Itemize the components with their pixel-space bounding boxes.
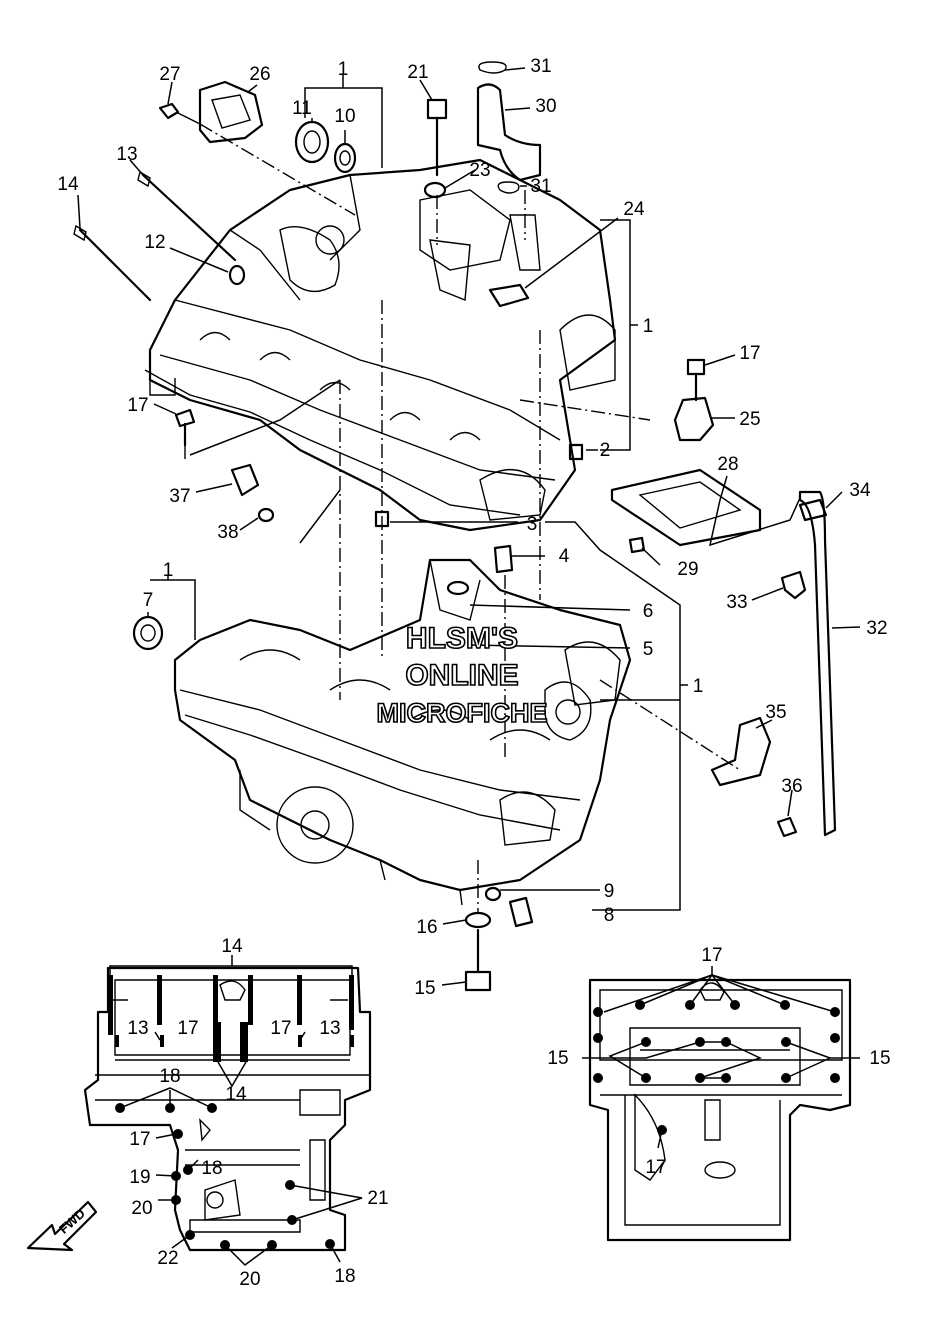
callout-l21: 21 <box>367 1188 388 1209</box>
callout-c31a: 31 <box>530 56 551 77</box>
watermark-line-1: HLSM'S <box>406 622 518 655</box>
callout-l20a: 20 <box>131 1198 152 1219</box>
alignment-lines <box>184 123 741 912</box>
callout-l18b: 18 <box>201 1158 222 1179</box>
watermark-line-3: MICROFICHE <box>377 698 548 728</box>
callout-c25: 25 <box>739 409 760 430</box>
callout-c34: 34 <box>849 480 871 501</box>
callout-c5: 5 <box>643 639 654 660</box>
callout-c1d: 1 <box>693 676 704 697</box>
callout-c17b: 17 <box>127 395 148 416</box>
callout-c33: 33 <box>726 592 747 613</box>
callout-c15: 15 <box>414 978 435 999</box>
fwd-label: FWD <box>56 1206 88 1237</box>
callout-c16: 16 <box>416 917 437 938</box>
leader-lines <box>77 67 861 986</box>
callout-labels: 1111234567891011121314151617172123242526… <box>57 56 890 1290</box>
callout-c23: 23 <box>469 160 490 181</box>
callout-l14a: 14 <box>221 936 243 957</box>
callout-c30: 30 <box>535 96 556 117</box>
callout-c31b: 31 <box>530 176 551 197</box>
callout-c36: 36 <box>781 776 802 797</box>
callout-r15a: 15 <box>547 1048 568 1069</box>
callout-c24: 24 <box>623 199 645 220</box>
callout-c37: 37 <box>169 486 190 507</box>
callout-l22: 22 <box>157 1248 178 1269</box>
callout-c4: 4 <box>559 546 570 567</box>
callout-l18c: 18 <box>334 1266 355 1287</box>
callout-l14b: 14 <box>225 1084 247 1105</box>
callout-l17a: 17 <box>177 1018 198 1039</box>
callout-c1a: 1 <box>338 59 349 80</box>
callout-c7: 7 <box>143 590 154 611</box>
callout-c2: 2 <box>600 440 611 461</box>
callout-l20b: 20 <box>239 1269 260 1290</box>
upper-crankcase <box>144 158 617 532</box>
callout-c17a: 17 <box>739 343 760 364</box>
inset-left-case-view <box>83 955 372 1266</box>
callout-r17b: 17 <box>645 1157 666 1178</box>
callout-c9: 9 <box>604 881 615 902</box>
callout-c21: 21 <box>407 62 428 83</box>
callout-r15b: 15 <box>869 1048 890 1069</box>
callout-l17c: 17 <box>129 1129 150 1150</box>
callout-c8: 8 <box>604 905 615 926</box>
callout-c14: 14 <box>57 174 79 195</box>
lower-crankcase <box>173 558 632 906</box>
callout-c27: 27 <box>159 64 180 85</box>
callout-c28: 28 <box>717 454 738 475</box>
callout-l17b: 17 <box>270 1018 291 1039</box>
callout-c38: 38 <box>217 522 238 543</box>
callout-c3: 3 <box>527 514 538 535</box>
watermark: HLSM'S ONLINE MICROFICHE <box>376 621 549 729</box>
callout-l13a: 13 <box>127 1018 148 1039</box>
callout-c29: 29 <box>677 559 698 580</box>
callout-c6: 6 <box>643 601 654 622</box>
callout-c1b: 1 <box>643 316 654 337</box>
callout-c26: 26 <box>249 64 270 85</box>
callout-l18a: 18 <box>159 1066 180 1087</box>
inset-right-case-view <box>582 966 860 1242</box>
callout-c10: 10 <box>334 106 355 127</box>
callout-c13: 13 <box>116 144 137 165</box>
callout-l19: 19 <box>129 1167 150 1188</box>
callout-c35: 35 <box>765 702 786 723</box>
callout-c11: 11 <box>292 98 312 119</box>
callout-c12: 12 <box>144 232 165 253</box>
callout-l13b: 13 <box>319 1018 340 1039</box>
callout-c1c: 1 <box>163 560 174 581</box>
watermark-line-2: ONLINE <box>405 659 518 692</box>
callout-r17a: 17 <box>701 945 722 966</box>
callout-c32: 32 <box>866 618 887 639</box>
fwd-arrow-icon: FWD <box>26 1200 98 1252</box>
